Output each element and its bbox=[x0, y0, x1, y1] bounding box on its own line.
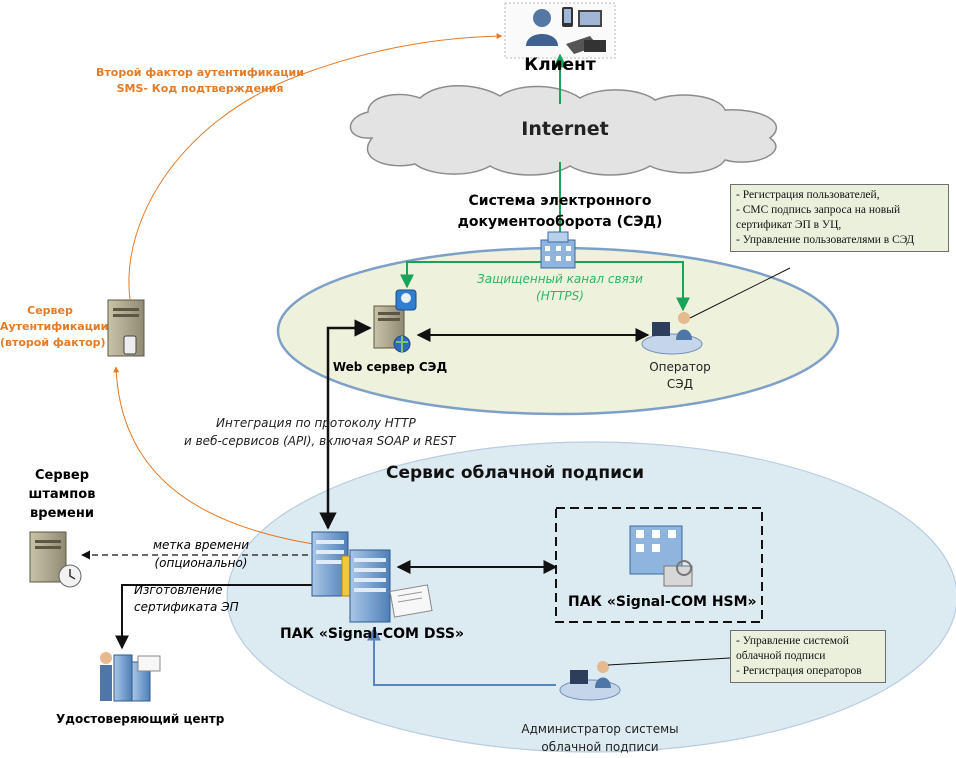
operator-sed-icon bbox=[641, 312, 703, 355]
tsa-label-line3: времени bbox=[30, 506, 94, 521]
admin-label-line2: облачной подписи bbox=[541, 740, 659, 754]
tsa-server-icon bbox=[29, 531, 82, 588]
admin-note-item: - Регистрация операторов bbox=[736, 664, 862, 677]
sed-building-icon bbox=[540, 231, 576, 269]
sed-note-item: - Регистрация пользователей, bbox=[736, 189, 880, 201]
operator-sed-label-line1: Оператор bbox=[649, 360, 711, 374]
auth-server-label-line2: Аутентификации bbox=[0, 320, 109, 333]
web-server-icon bbox=[373, 289, 417, 353]
admin-icon bbox=[559, 661, 621, 701]
channel-label-line2: (HTTPS) bbox=[536, 289, 584, 303]
sed-note-item: - СМС подпись запроса на новый сертифика… bbox=[736, 203, 901, 231]
second-factor-label-line2: SMS- Код подтверждения bbox=[116, 82, 284, 95]
tsa-label-line1: Сервер bbox=[34, 468, 89, 483]
auth-server-icon bbox=[107, 299, 145, 357]
hsm-device-icon bbox=[629, 525, 693, 587]
cert-label-line2: сертификата ЭП bbox=[134, 600, 239, 614]
channel-label-line1: Защищенный канал связи bbox=[477, 272, 643, 286]
sed-title-line2: документооборота (СЭД) bbox=[457, 214, 663, 230]
admin-note-item: - Управление системой облачной подписи bbox=[736, 635, 849, 662]
integration-label-line1: Интеграция по протоколу HTTP bbox=[216, 416, 416, 430]
second-factor-label-line1: Второй фактор аутентификации bbox=[96, 66, 304, 79]
client-icon bbox=[504, 2, 616, 59]
dss-server-icon bbox=[311, 531, 433, 623]
integration-label-line2: и веб-сервисов (API), включая SOAP и RES… bbox=[184, 434, 456, 448]
internet-cloud bbox=[349, 85, 778, 176]
sed-functions-note: - Регистрация пользователей, - СМС подпи… bbox=[730, 184, 949, 252]
timestamp-label-line1: метка времени bbox=[153, 538, 249, 552]
cloud-service-title: Сервис облачной подписи bbox=[386, 463, 645, 483]
hsm-box bbox=[555, 507, 763, 623]
admin-functions-note: - Управление системой облачной подписи -… bbox=[730, 630, 886, 683]
ca-label: Удостоверяющий центр bbox=[56, 712, 225, 726]
cert-label-line1: Изготовление bbox=[134, 583, 223, 597]
dss-label: ПАК «Signal-COM DSS» bbox=[280, 626, 465, 642]
admin-label-line1: Администратор системы bbox=[521, 722, 679, 736]
client-label: Клиент bbox=[524, 55, 596, 75]
sed-note-item: - Управление пользователями в СЭД bbox=[736, 233, 915, 246]
tsa-label-line2: штампов bbox=[28, 487, 96, 502]
auth-server-label-line3: (второй фактор) bbox=[0, 336, 106, 349]
hsm-label: ПАК «Signal-COM HSM» bbox=[568, 594, 757, 610]
auth-server-label-line1: Сервер bbox=[27, 304, 73, 317]
timestamp-label-line2: (опционально) bbox=[154, 556, 248, 570]
internet-label: Internet bbox=[521, 118, 609, 140]
sed-title-line1: Система электронного bbox=[468, 193, 652, 209]
operator-sed-label-line2: СЭД bbox=[666, 377, 694, 391]
web-server-label: Web сервер СЭД bbox=[332, 360, 448, 374]
ca-icon bbox=[100, 652, 161, 702]
